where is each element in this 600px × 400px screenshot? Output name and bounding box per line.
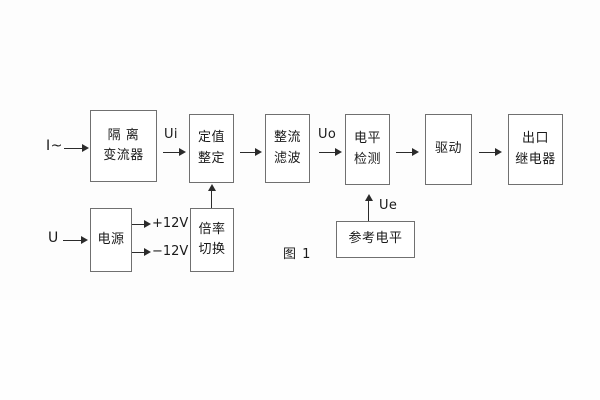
wire-isolation-to-setting (163, 152, 180, 153)
block-multiplier-switch-line-2: 切换 (198, 242, 226, 257)
wire-multiplier-to-setting (211, 190, 212, 208)
wire-rail-negative (132, 252, 148, 253)
figure-caption: 图 1 (283, 247, 312, 262)
arrow-reference-to-level-icon (365, 194, 373, 201)
block-rectify-filter[interactable]: 整流 滤波 (265, 114, 310, 183)
arrow-setting-to-rectify-icon (255, 148, 262, 156)
block-drive-line-1: 驱动 (434, 141, 462, 157)
wire-level-to-drive (396, 152, 413, 153)
block-isolation-ct-line-2: 变流器 (103, 148, 144, 163)
signal-label-ue: Ue (379, 198, 398, 213)
block-drive[interactable]: 驱动 (425, 114, 472, 185)
signal-label-uo: Uo (318, 127, 337, 142)
block-rectify-filter-line-2: 滤波 (273, 150, 301, 166)
voltage-input-label: U (48, 230, 59, 246)
block-level-detect-line-2: 检测 (353, 151, 381, 167)
block-output-relay[interactable]: 出口 继电器 (508, 114, 563, 185)
rail-negative-label: −12V (152, 244, 189, 259)
block-multiplier-switch-line-1: 倍率 (198, 221, 226, 237)
arrow-isolation-to-setting-icon (179, 148, 186, 156)
block-output-relay-line-2: 继电器 (515, 151, 556, 167)
current-input-label: I~ (46, 138, 63, 154)
block-level-detect-line-1: 电平 (353, 131, 381, 147)
arrow-multiplier-to-setting-icon (208, 184, 216, 191)
wire-input-to-isolation (64, 148, 84, 149)
block-setting-value-line-2: 整定 (197, 150, 225, 166)
block-isolation-ct[interactable]: 隔 离 变流器 (90, 110, 157, 182)
block-output-relay-line-1: 出口 (521, 131, 549, 147)
arrow-voltage-to-power-icon (81, 236, 88, 244)
wire-rectify-to-level (319, 152, 336, 153)
arrow-rail-negative-icon (144, 248, 151, 256)
block-level-detect[interactable]: 电平 检测 (345, 114, 390, 185)
wire-rail-positive (132, 224, 148, 225)
block-setting-value-line-1: 定值 (197, 130, 225, 146)
signal-label-ui: Ui (164, 127, 178, 142)
arrow-input-to-isolation-icon (82, 144, 89, 152)
wire-voltage-to-power (63, 240, 83, 241)
block-power-supply-line-1: 电源 (97, 231, 125, 247)
block-isolation-ct-line-1: 隔 离 (107, 127, 140, 143)
block-setting-value[interactable]: 定值 整定 (189, 114, 234, 183)
wire-setting-to-rectify (240, 152, 257, 153)
wire-reference-to-level (368, 200, 369, 221)
wire-drive-to-output (479, 152, 497, 153)
block-multiplier-switch[interactable]: 倍率 切换 (190, 208, 234, 272)
rail-positive-label: +12V (152, 216, 189, 231)
arrow-rail-positive-icon (144, 220, 151, 228)
arrow-rectify-to-level-icon (335, 148, 342, 156)
block-reference-level-line-1: 参考电平 (348, 231, 403, 247)
block-power-supply[interactable]: 电源 (90, 208, 132, 272)
arrow-level-to-drive-icon (412, 148, 419, 156)
arrow-drive-to-output-icon (495, 148, 502, 156)
block-reference-level[interactable]: 参考电平 (336, 221, 415, 258)
block-rectify-filter-line-1: 整流 (273, 130, 301, 146)
